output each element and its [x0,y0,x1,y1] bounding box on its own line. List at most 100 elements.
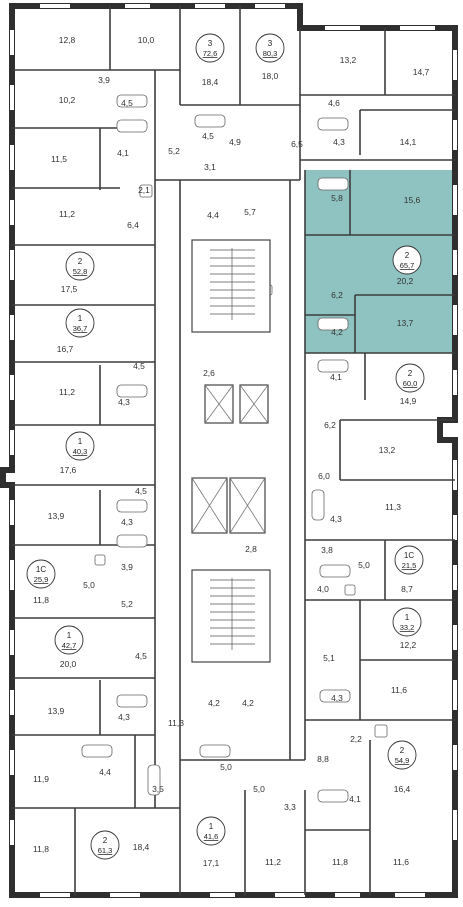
room-area-label: 3,8 [321,545,333,555]
room-area-label: 5,0 [220,762,232,772]
apartment-badge[interactable]: 1 40,3 [65,431,95,461]
room-area-label: 4,3 [118,397,130,407]
room-area-label: 8,7 [401,584,413,594]
apartment-area: 25,9 [34,575,49,584]
apartment-rooms: 1С [36,565,46,574]
room-area-label: 17,5 [61,284,78,294]
apartment-badge[interactable]: 2 61,3 [90,830,120,860]
room-area-label: 4,5 [133,361,145,371]
apartment-rooms: 3 [268,39,273,48]
room-area-label: 12,2 [400,640,417,650]
apartment-badge[interactable]: 1С 21,5 [394,545,424,575]
apartment-area: 33,2 [400,623,415,632]
apartment-rooms: 2 [78,257,83,266]
room-area-label: 5,0 [358,560,370,570]
room-area-label: 6,0 [318,471,330,481]
room-area-label: 4,2 [242,698,254,708]
apartment-area: 36,7 [73,324,88,333]
room-area-label: 2,2 [350,734,362,744]
apartment-area: 42,7 [62,641,77,650]
apartment-badge[interactable]: 2 65,7 [392,245,422,275]
apartment-rooms: 1 [78,437,83,446]
room-area-label: 5,2 [121,599,133,609]
room-area-label: 4,9 [229,137,241,147]
apartment-rooms: 2 [103,836,108,845]
room-area-label: 11,2 [265,857,281,867]
room-area-label: 12,8 [59,35,76,45]
room-area-label: 11,6 [391,685,407,695]
apartment-rooms: 1 [209,822,214,831]
apartment-badge[interactable]: 3 80,3 [255,33,285,63]
apartment-badge[interactable]: 2 52,8 [65,251,95,281]
apartment-area: 40,3 [73,447,88,456]
apartment-area: 65,7 [400,261,415,270]
stairwell-upper [191,239,271,333]
room-area-label: 15,6 [404,195,421,205]
room-area-label: 16,7 [57,344,74,354]
room-area-label: 3,9 [121,562,133,572]
room-area-label: 6,4 [127,220,139,230]
apartment-rooms: 2 [400,746,405,755]
room-area-label: 16,4 [394,784,411,794]
apartment-badge[interactable]: 1 36,7 [65,308,95,338]
room-area-label: 3,5 [152,784,164,794]
room-area-label: 4,5 [135,486,147,496]
room-area-label: 2,1 [138,185,150,195]
room-area-label: 4,5 [135,651,147,661]
room-area-label: 5,0 [83,580,95,590]
outer-walls [0,3,458,898]
room-area-label: 4,4 [207,210,219,220]
room-area-label: 11,2 [59,209,75,219]
apartment-rooms: 1 [78,314,83,323]
apartment-area: 60,0 [403,379,418,388]
room-area-label: 4,2 [331,327,343,337]
room-area-label: 3,3 [284,802,296,812]
room-area-label: 18,0 [262,71,279,81]
apartment-badges: 3 72,6 3 80,3 2 52,8 1 36,7 2 65,7 2 60,… [26,33,425,860]
bathroom-fixtures [81,94,388,803]
apartment-area: 80,3 [263,49,278,58]
elevator-shafts-lower [191,477,266,534]
room-area-label: 4,3 [121,517,133,527]
room-area-label: 11,8 [33,844,49,854]
room-area-label: 8,8 [317,754,329,764]
room-area-label: 13,9 [48,706,65,716]
room-area-label: 10,2 [59,95,76,105]
elevator-shafts-upper [204,384,269,424]
apartment-badge[interactable]: 3 72,6 [195,33,225,63]
room-area-label: 4,4 [99,767,111,777]
apartment-badge[interactable]: 1 41,6 [196,816,226,846]
room-area-label: 11,6 [393,857,409,867]
room-area-label: 20,2 [397,276,414,286]
room-area-label: 6,5 [291,139,303,149]
apartment-badge[interactable]: 1 33,2 [392,607,422,637]
apartment-badge[interactable]: 1С 25,9 [26,559,56,589]
room-area-label: 11,9 [33,774,49,784]
room-labels: 12,8 10,0 18,4 18,0 13,2 14,7 3,9 10,2 4… [33,35,430,868]
room-area-label: 4,3 [118,712,130,722]
room-area-label: 14,7 [413,67,430,77]
room-area-label: 11,3 [168,718,184,728]
room-area-label: 17,1 [203,858,220,868]
room-area-label: 14,9 [400,396,417,406]
room-area-label: 4,6 [328,98,340,108]
interior-walls [12,6,455,895]
room-area-label: 4,0 [317,584,329,594]
apartment-area: 41,6 [204,832,219,841]
room-area-label: 3,9 [98,75,110,85]
room-area-label: 2,8 [245,544,257,554]
room-area-label: 11,5 [51,154,67,164]
apartment-badge[interactable]: 1 42,7 [54,625,84,655]
room-area-label: 4,2 [208,698,220,708]
apartment-area: 52,8 [73,267,88,276]
apartment-badge[interactable]: 2 60,0 [395,363,425,393]
room-area-label: 3,1 [204,162,216,172]
room-area-label: 4,3 [333,137,345,147]
apartment-area: 72,6 [203,49,218,58]
apartment-badge[interactable]: 2 54,9 [387,740,417,770]
apartment-rooms: 3 [208,39,213,48]
room-area-label: 13,7 [397,318,414,328]
room-area-label: 4,3 [331,693,343,703]
room-area-label: 4,1 [117,148,129,158]
room-area-label: 13,2 [379,445,396,455]
